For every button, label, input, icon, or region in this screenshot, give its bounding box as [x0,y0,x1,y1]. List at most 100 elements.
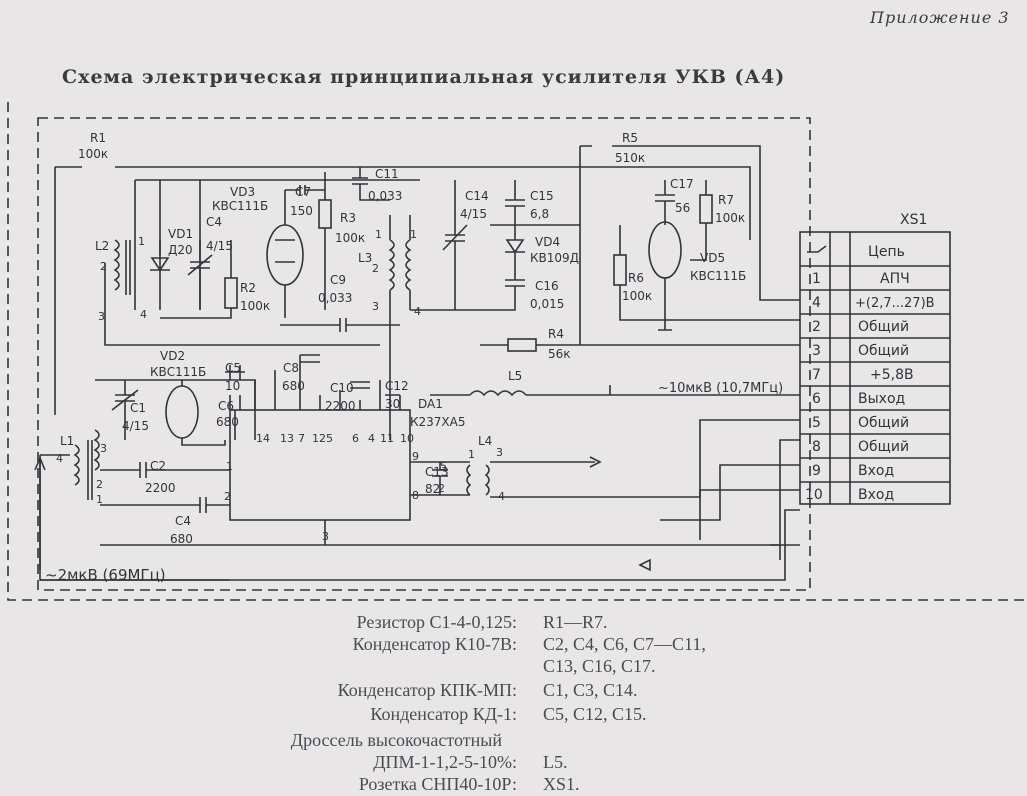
vd2-value: КВС111Б [150,365,206,379]
parts-list-label: Конденсатор КД-1: [370,704,517,724]
parts-list-value: С1, С3, С14. [543,680,638,700]
l3-ref: L3 [358,251,372,265]
r5-value: 510к [615,151,645,165]
xs1-header-label: Цепь [868,244,905,260]
parts-list-label: Конденсатор К10-7В: [352,634,517,654]
svg-text:8: 8 [412,489,419,502]
c4a-value: 4/15 [206,239,233,253]
parts-list-row: Конденсатор КПК-МП: С1, С3, С14. [0,680,1027,702]
c5-ref: C5 [225,361,241,375]
svg-text:10: 10 [400,432,414,445]
r6-value: 100к [622,289,652,303]
svg-text:2: 2 [438,482,445,495]
parts-list-label: Конденсатор КПК-МП: [337,680,517,700]
input-signal-label: ~2мкВ (69МГц) [45,566,166,584]
xs1-pin-name: Общий [858,439,909,455]
l2-coil [113,239,120,291]
parts-list-value: R1—R7. [543,612,608,632]
vd5-value: КВС111Б [690,269,746,283]
inner-board-outline [37,117,811,591]
c11-value: 0,033 [368,189,402,203]
svg-text:1: 1 [410,228,417,241]
xs1-pin-number: 5 [812,415,821,431]
parts-list-label: Резистор С1-4-0,125: [356,612,517,632]
xs1-pin-number: 7 [812,367,821,383]
parts-list-row: С13, С16, С17. [0,656,1027,678]
svg-text:3: 3 [100,442,107,455]
parts-list-row: Конденсатор КД-1: С5, С12, С15. [0,704,1027,726]
parts-list-row: Дроссель высокочастотный [0,730,1027,752]
svg-text:6: 6 [352,432,359,445]
svg-text:1: 1 [468,448,475,461]
svg-text:4: 4 [368,432,375,445]
c8-ref: C8 [283,361,299,375]
c16-value: 0,015 [530,297,564,311]
c9-ref: C9 [330,273,346,287]
r1-ref: R1 [90,131,106,145]
c17-value: 56 [675,201,690,215]
xs1-pin-number: 2 [812,319,821,335]
vd4-ref: VD4 [535,235,560,249]
c6-ref: C6 [218,399,234,413]
r1-value: 100к [78,147,108,161]
svg-text:4: 4 [140,308,147,321]
c17-ref: C17 [670,177,694,191]
vd5-ref: VD5 [700,251,725,265]
xs1-pin-name: +5,8В [870,367,914,383]
c15-ref: C15 [530,189,554,203]
r4-value: 56к [548,347,571,361]
xs1-body [799,231,951,505]
parts-list-label: Розетка СНП40-10Р: [358,774,517,794]
svg-text:4: 4 [498,490,505,503]
vd4-value: КВ109Д [530,251,579,265]
r3-value: 100к [335,231,365,245]
l4-coil [466,464,472,496]
l3-coil [388,239,395,291]
svg-text:1: 1 [96,493,103,506]
svg-text:11: 11 [380,432,394,445]
svg-text:3: 3 [496,446,503,459]
svg-text:9: 9 [412,450,419,463]
l5-ref: L5 [508,369,522,383]
outer-board-outline [7,102,1027,601]
xs1-pin-name: Выход [858,391,905,407]
c16-ref: C16 [535,279,559,293]
r5-ref: R5 [622,131,638,145]
svg-text:2: 2 [372,262,379,275]
c12-ref: C12 [385,379,409,393]
xs1-pin-name: Вход [858,487,894,503]
c7-ref: C7 [295,185,311,199]
svg-text:2: 2 [100,260,107,273]
svg-text:7: 7 [298,432,305,445]
xs1-pin-number: 6 [812,391,821,407]
xs1-pin-name: Общий [858,343,909,359]
svg-text:R1: R1 [90,131,106,145]
parts-list-row: Резистор С1-4-0,125: R1—R7. [0,612,1027,634]
l2-ref: L2 [95,239,109,253]
c12-value: 30 [385,397,400,411]
svg-text:2: 2 [96,478,103,491]
c14-ref: C14 [465,189,489,203]
parts-list-value: L5. [543,752,568,772]
r6-ref: R6 [628,271,644,285]
c2-ref: C2 [150,459,166,473]
svg-text:13: 13 [280,432,294,445]
svg-text:5: 5 [326,432,333,445]
schematic: R1 100к R5 510к C11 0,033 VD3 КВС111Б C7… [7,102,1027,601]
svg-text:4: 4 [414,305,421,318]
svg-text:1: 1 [138,235,145,248]
c10-ref: C10 [330,381,354,395]
svg-text:5: 5 [440,460,447,473]
c4b-ref: C4 [175,514,191,528]
vd3-value: КВС111Б [212,199,268,213]
l4-ref: L4 [478,434,492,448]
parts-list-value: С5, С12, С15. [543,704,647,724]
vd3-ref: VD3 [230,185,255,199]
c4b-value: 680 [170,532,193,546]
xs1-pin-name: +(2,7...27)В [855,296,935,311]
r4-ref: R4 [548,327,564,341]
c11-ref: C11 [375,167,399,181]
l1-coil [93,429,100,471]
xs1-pin-number: 9 [812,463,821,479]
appendix-label: Приложение 3 [870,8,1010,27]
